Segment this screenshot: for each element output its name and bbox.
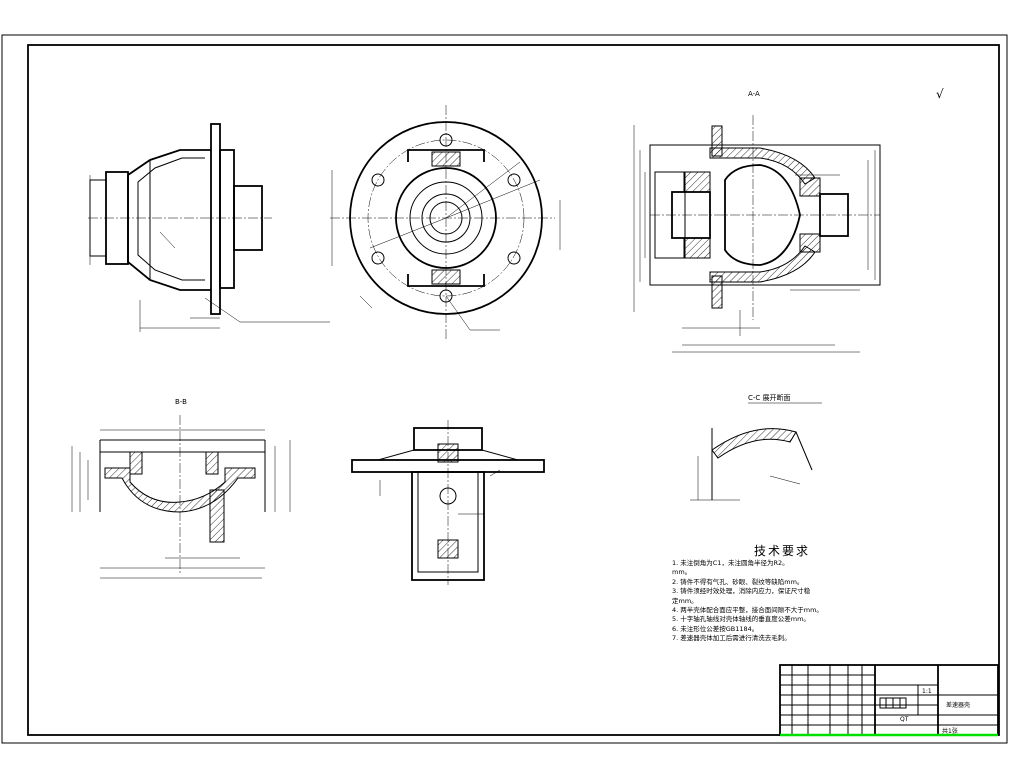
technical-requirements: 技术要求 1. 未注倒角为C1，未注圆角半径为R2。 mm。 2. 铸件不得有气… xyxy=(672,542,912,644)
section-a-a: A-A √ xyxy=(633,87,944,353)
title-block xyxy=(779,664,999,737)
note-line: 3. 铸件须经时效处理，消除内应力，保证尺寸稳 xyxy=(672,587,811,596)
section-label-left: B-B xyxy=(175,398,187,406)
detail-c-c: C-C 展开断面 xyxy=(690,393,822,501)
note-line: 4. 两半壳体配合面应平整，接合面间隙不大于mm。 xyxy=(672,606,823,615)
note-line: 5. 十字轴孔轴线对壳体轴线的垂直度公差mm。 xyxy=(672,615,810,624)
inner-border xyxy=(27,44,1000,736)
part-name: 差速器壳 xyxy=(946,702,971,709)
material-value: QT xyxy=(900,716,909,723)
section-label-top: A-A xyxy=(748,90,760,98)
outer-border xyxy=(1,34,1008,744)
notes-title: 技术要求 xyxy=(753,544,810,558)
note-line: 2. 铸件不得有气孔、砂眼、裂纹等缺陷mm。 xyxy=(672,577,804,586)
surface-mark: √ xyxy=(936,87,944,101)
note-line: mm。 xyxy=(672,568,692,577)
note-line: 7. 差速器壳体加工后需进行清洗去毛刺。 xyxy=(672,634,791,643)
note-line: 6. 未注形位公差按GB1184。 xyxy=(672,624,759,633)
scale-value: 1:1 xyxy=(922,688,932,695)
cross-shaft-view xyxy=(351,420,545,585)
note-line: 定mm。 xyxy=(672,596,698,605)
front-view xyxy=(330,105,561,340)
section-b-b: B-B xyxy=(71,398,291,579)
note-line: 1. 未注倒角为C1，未注圆角半径为R2。 xyxy=(672,559,789,567)
detail-label: C-C 展开断面 xyxy=(748,393,791,402)
sheet-count: 共1张 xyxy=(942,728,958,735)
side-view xyxy=(88,123,330,332)
